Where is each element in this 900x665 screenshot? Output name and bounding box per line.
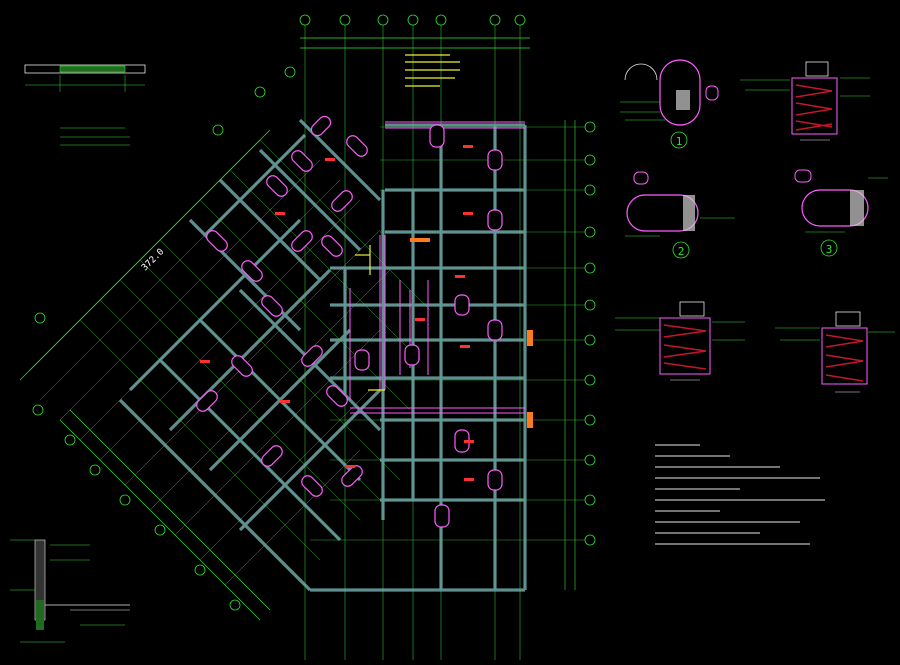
annotation-text-marks bbox=[405, 54, 460, 87]
room-marks bbox=[200, 145, 474, 481]
detail-2-drawing bbox=[625, 171, 735, 259]
detail-number-1: 1 bbox=[675, 135, 683, 148]
foundation-beams bbox=[118, 118, 527, 592]
top-left-section-detail bbox=[24, 64, 146, 146]
notes-area-marks bbox=[655, 444, 825, 545]
right-grid-bubbles bbox=[584, 121, 596, 546]
top-dimension-chain bbox=[300, 37, 530, 49]
diagonal-grid-bubbles bbox=[32, 66, 296, 611]
detail-3-drawing bbox=[794, 169, 888, 257]
detail-a-a-drawing bbox=[740, 61, 870, 141]
section-c-c-drawing bbox=[775, 311, 895, 393]
right-dimension-chain bbox=[564, 120, 576, 590]
highlight-strips bbox=[410, 238, 533, 428]
bottom-left-section-detail bbox=[10, 539, 130, 643]
wall-segments bbox=[355, 245, 385, 391]
detail-number-3: 3 bbox=[825, 243, 833, 256]
detail-number-2: 2 bbox=[677, 245, 685, 258]
top-grid-bubbles bbox=[299, 14, 526, 26]
beam-outlines bbox=[349, 121, 525, 414]
detail-1-drawing bbox=[620, 59, 719, 149]
section-b-b-drawing bbox=[615, 301, 745, 381]
